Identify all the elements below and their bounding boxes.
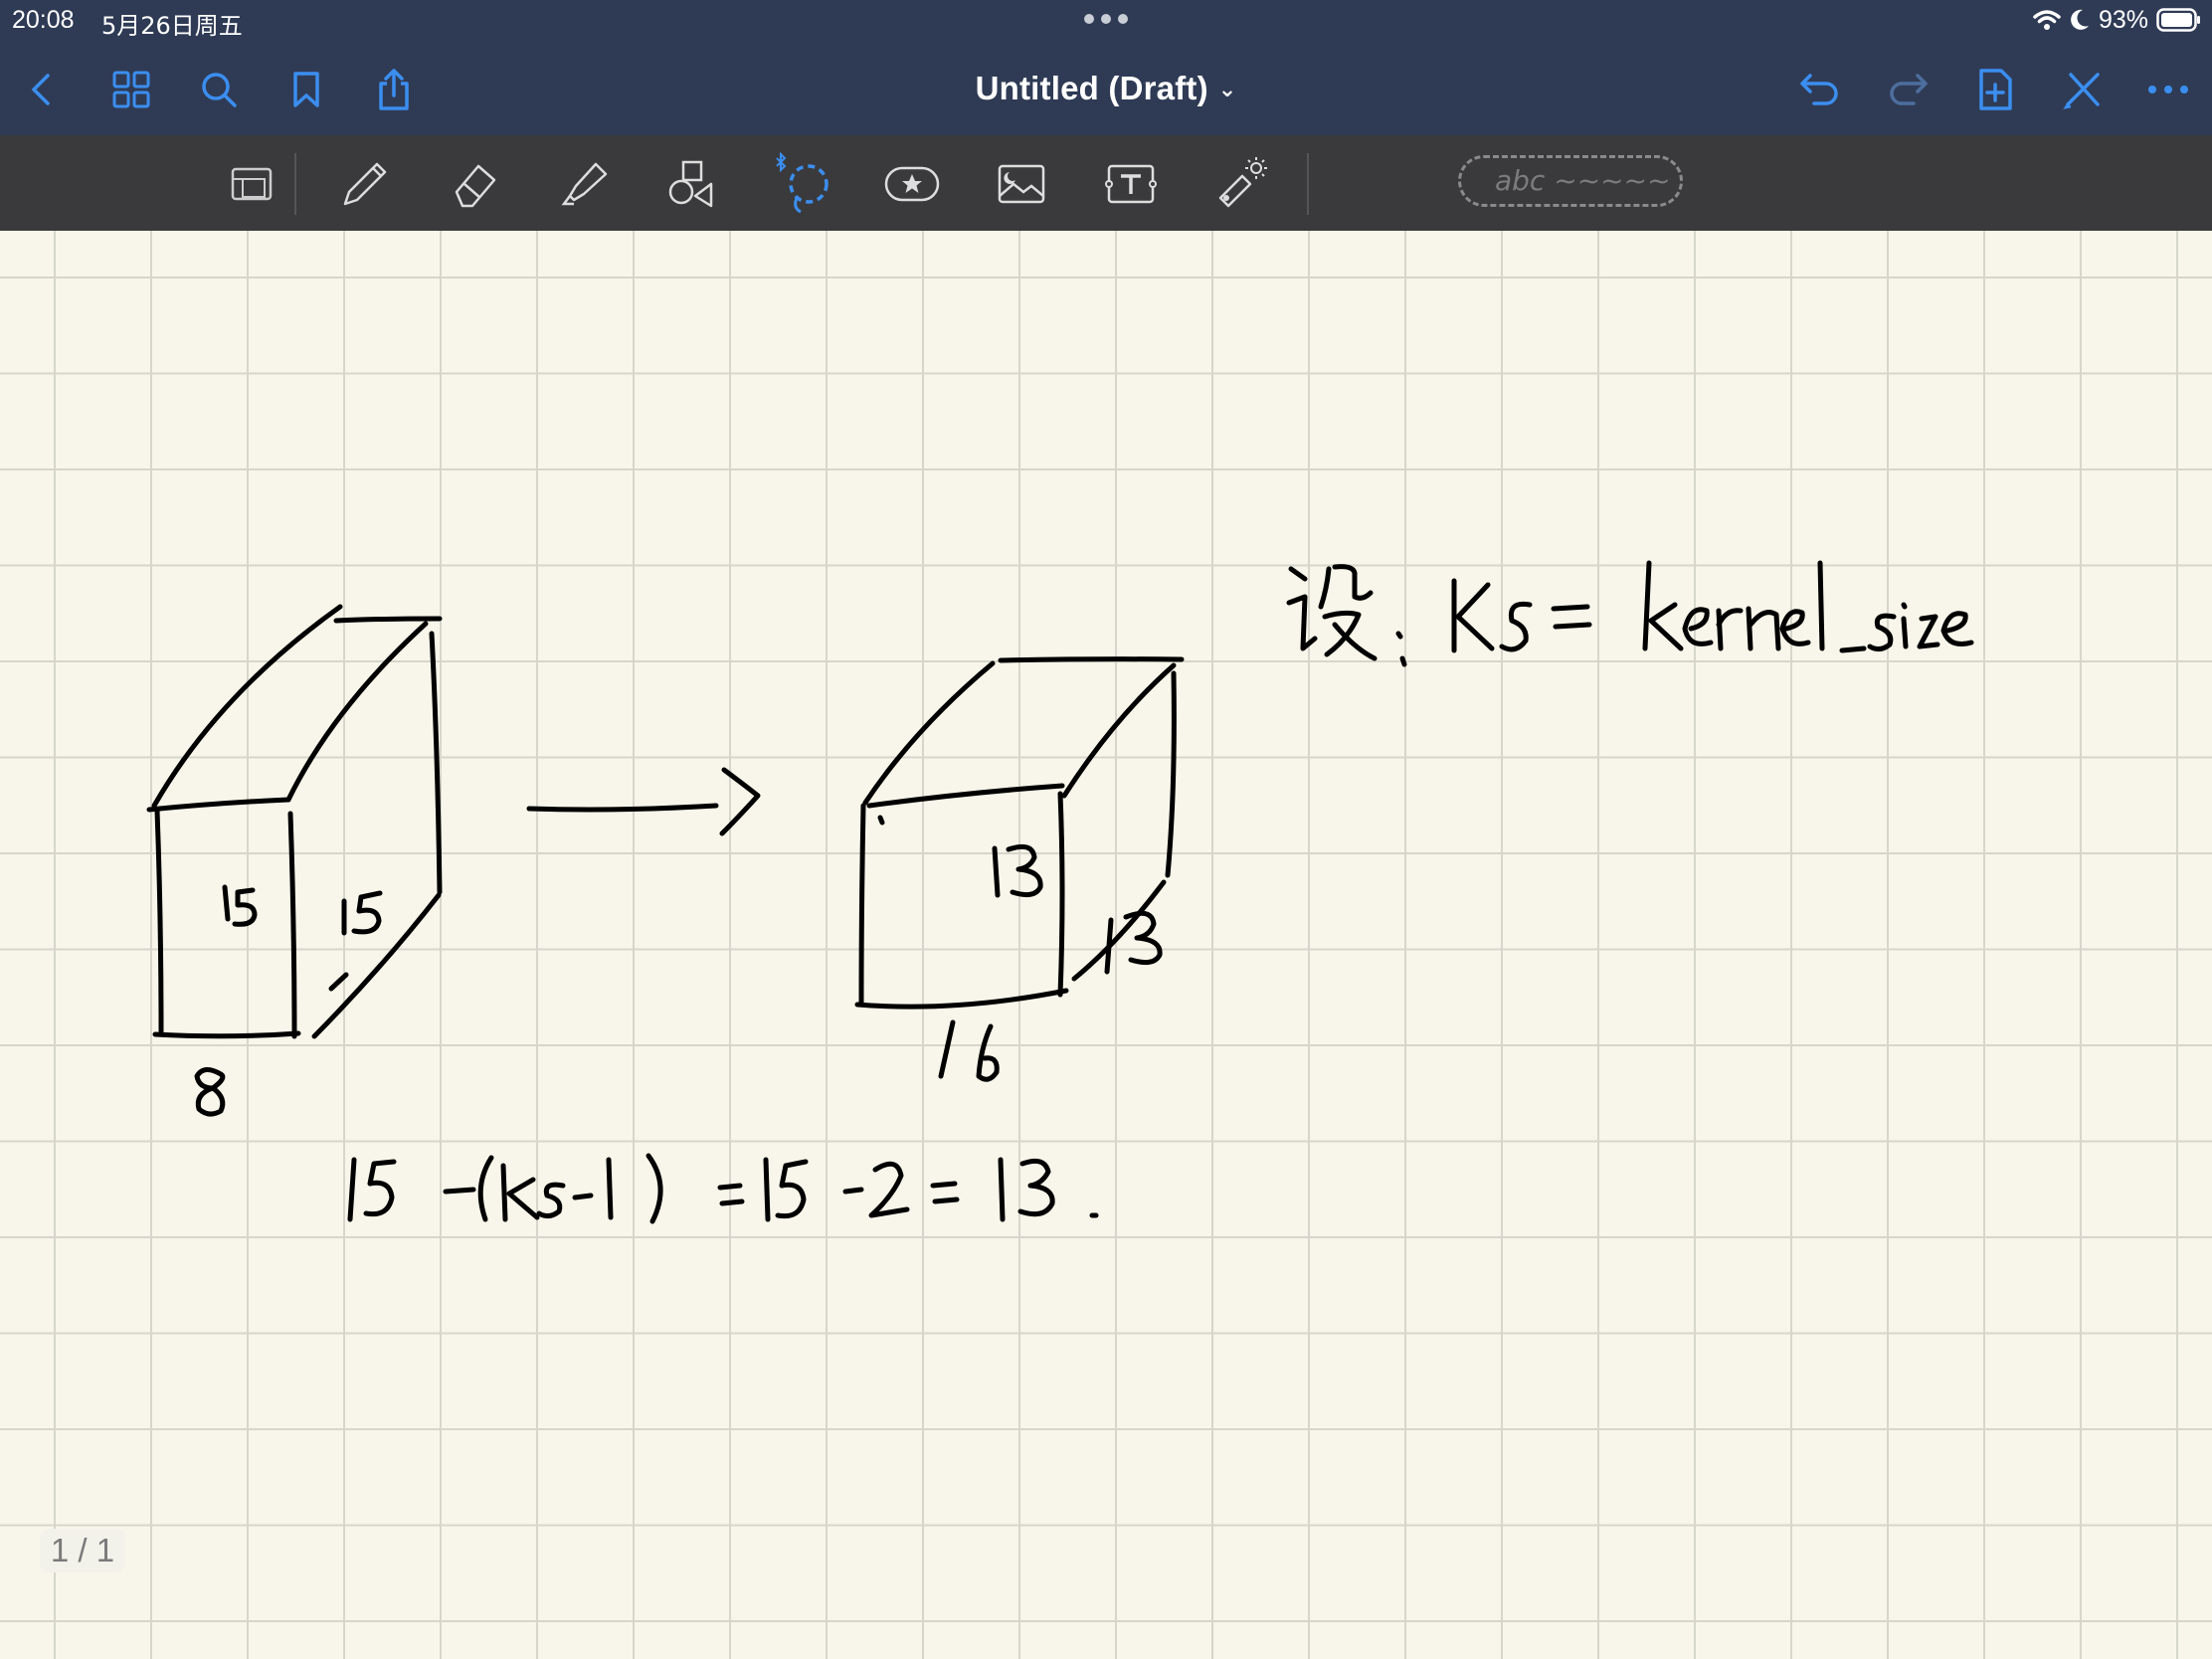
battery-percentage: 93% [2098,5,2148,34]
toolbar-divider [1307,153,1309,215]
zoom-window-icon [231,167,273,201]
top-app-bar: 20:08 5月26日周五 93% [0,0,2212,135]
close-editing-button[interactable] [2051,58,2115,121]
status-bar: 20:08 5月26日周五 93% [0,0,2212,40]
grid-icon [112,71,150,108]
chevron-down-icon: ⌄ [1217,77,1237,101]
handwritten-note-kernel-size [1286,560,1974,667]
handwritten-label-8 [194,1067,226,1117]
document-title: Untitled (Draft) [975,70,1208,106]
input-volume-box-drawing [146,604,443,1039]
share-button[interactable] [362,58,426,121]
redo-button[interactable] [1876,58,1939,121]
document-title-menu[interactable]: Untitled (Draft) ⌄ [0,70,2212,107]
page-indicator[interactable]: 1 / 1 [40,1529,125,1572]
handwritten-diagram [146,560,1974,1224]
elements-tool[interactable] [877,149,947,219]
status-date: 5月26日周五 [101,12,243,40]
eraser-icon [455,164,496,208]
battery-icon [2156,8,2200,32]
status-time: 20:08 [12,6,75,34]
handwritten-formula [347,1153,1099,1224]
eraser-tool[interactable] [440,149,509,219]
highlighter-tool[interactable] [549,149,619,219]
scribble-input-field[interactable]: abc ~~~~~ [1458,155,1683,207]
text-box-icon [1105,164,1157,204]
bookmark-button[interactable] [275,58,338,121]
tools-toolbar: abc ~~~~~ [0,135,2212,231]
image-tool[interactable] [987,149,1056,219]
multitasking-dots-icon[interactable] [1082,12,1130,26]
handwritten-label-13-front [992,843,1043,898]
laser-pointer-icon [1218,157,1267,208]
chevron-left-icon [32,74,50,105]
lasso-tool[interactable] [768,149,837,219]
elements-star-icon [884,166,940,202]
add-page-icon [1979,69,2012,110]
navigation-row: Untitled (Draft) ⌄ [0,50,2212,129]
shapes-tool[interactable] [658,149,728,219]
status-indicators: 93% [2033,4,2202,36]
search-icon [202,73,237,107]
output-volume-box-drawing [854,656,1185,1010]
highlighter-icon [561,162,608,206]
handwritten-label-16 [938,1019,1000,1082]
toolbar-divider [294,153,296,215]
text-tool[interactable] [1096,149,1166,219]
pen-icon [343,162,387,206]
handwritten-label-13-side [1104,910,1163,975]
more-options-button[interactable] [2136,58,2200,121]
do-not-disturb-moon-icon [2071,9,2089,30]
wifi-icon [2033,10,2061,30]
redo-icon [1890,74,1928,105]
zoom-window-tool[interactable] [217,149,286,219]
handwritten-label-15-side [341,890,383,936]
share-icon [379,69,409,110]
pen-close-icon [2063,73,2100,109]
undo-button[interactable] [1788,58,1852,121]
lasso-icon [776,152,829,214]
handwritten-label-15-front [222,884,258,927]
bookmark-icon [293,72,319,107]
image-icon [998,164,1045,204]
thumbnails-button[interactable] [99,58,163,121]
transform-arrow-drawing [526,767,761,836]
shapes-icon [668,160,713,208]
add-page-button[interactable] [1963,58,2027,121]
search-button[interactable] [187,58,251,121]
pen-tool[interactable] [330,149,400,219]
undo-icon [1800,74,1838,105]
more-dots-icon [2148,86,2188,93]
laser-pointer-tool[interactable] [1205,149,1275,219]
note-canvas[interactable]: 1 / 1 [0,231,2212,1659]
back-button[interactable] [10,58,74,121]
